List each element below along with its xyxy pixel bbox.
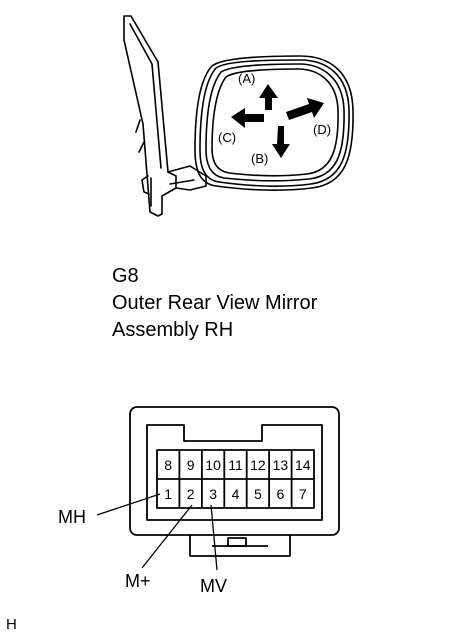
direction-arrows xyxy=(231,84,324,158)
arrow-up-icon xyxy=(259,84,278,110)
arrow-down-icon xyxy=(272,126,290,158)
mirror-illustration xyxy=(123,15,354,217)
pin-10: 10 xyxy=(205,457,221,473)
pin-5: 5 xyxy=(254,486,262,502)
mirror-housing xyxy=(194,55,354,191)
wire-label-mh: MH xyxy=(58,507,86,527)
direction-label-a: (A) xyxy=(238,71,255,86)
connector-name-line1: Outer Rear View Mirror xyxy=(112,292,318,314)
pin-12: 12 xyxy=(250,457,266,473)
wire-label-mv: MV xyxy=(200,576,227,596)
pin-8: 8 xyxy=(164,457,172,473)
leader-line-mv xyxy=(210,504,218,571)
leader-line-m-plus xyxy=(141,504,193,569)
connector-name-line2: Assembly RH xyxy=(112,319,233,341)
pin-2: 2 xyxy=(187,486,195,502)
direction-label-b: (B) xyxy=(251,151,268,166)
corner-mark: H xyxy=(6,616,17,633)
direction-label-c: (C) xyxy=(218,130,236,145)
pin-1: 1 xyxy=(164,486,172,502)
pin-14: 14 xyxy=(295,457,311,473)
pin-11: 11 xyxy=(228,457,243,473)
direction-label-d: (D) xyxy=(313,122,331,137)
arrow-right-icon xyxy=(286,98,324,120)
arrow-left-icon xyxy=(231,108,264,128)
leader-line-mh xyxy=(96,493,161,516)
connector-body xyxy=(129,406,340,557)
pin-3: 3 xyxy=(209,486,217,502)
wire-label-m-plus: M+ xyxy=(125,571,151,591)
pin-6: 6 xyxy=(277,486,285,502)
mirror-mount-bracket xyxy=(123,15,207,217)
leader-lines xyxy=(96,493,218,571)
pin-13: 13 xyxy=(273,457,289,473)
pin-4: 4 xyxy=(232,486,240,502)
connector-code: G8 xyxy=(112,265,139,287)
pin-9: 9 xyxy=(187,457,195,473)
pin-7: 7 xyxy=(299,486,307,502)
